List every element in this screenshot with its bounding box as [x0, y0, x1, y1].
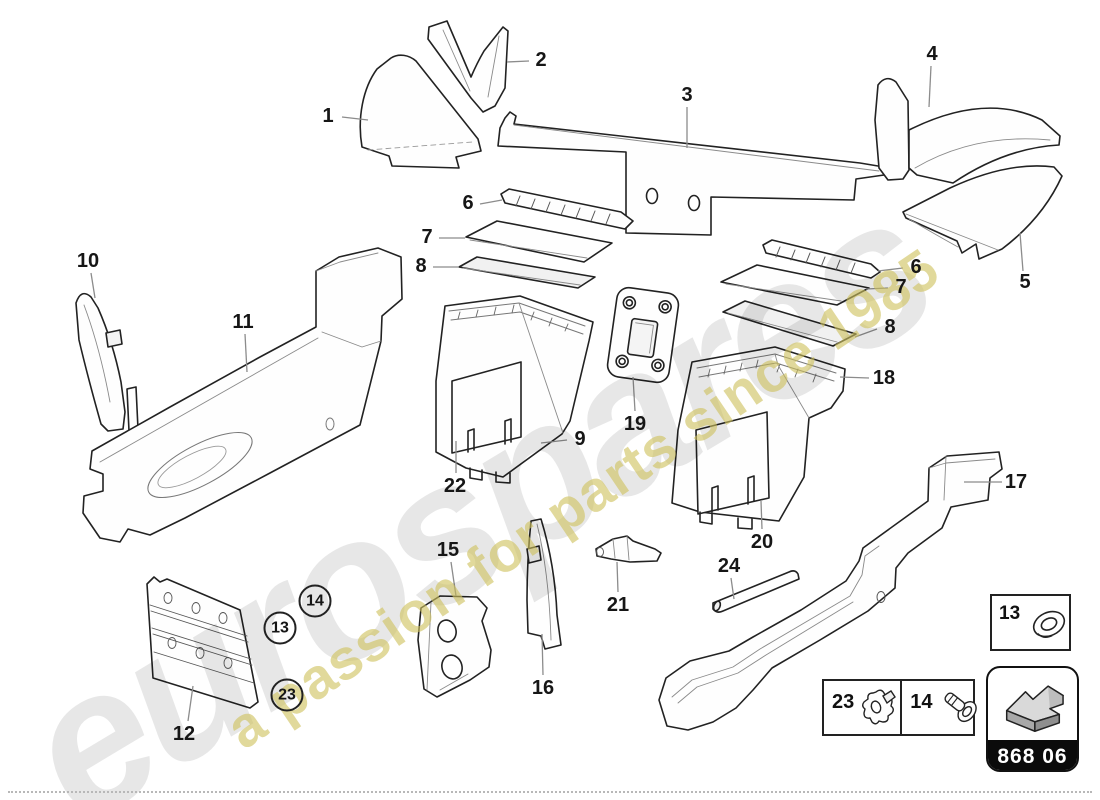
fastener-cell-23: 23 [824, 681, 903, 734]
part-group-badge: 868 06 [986, 666, 1079, 772]
part-8-right-drawing [722, 300, 857, 347]
leader-line-16 [541, 633, 544, 676]
page-edge-dots [8, 791, 1092, 793]
part-4-drawing [874, 77, 1061, 184]
part-1-drawing [359, 54, 482, 169]
leader-line-15 [450, 561, 457, 597]
leader-line-11 [244, 333, 248, 373]
leader-line-8-right [854, 328, 878, 338]
part-19-drawing [606, 286, 680, 384]
part-2-drawing [427, 20, 509, 113]
part-7-right-drawing [720, 264, 870, 306]
part-3-drawing [497, 111, 885, 236]
leader-line-1 [341, 116, 369, 121]
part-16-drawing [526, 518, 562, 650]
grommet-legend-box: 13 [990, 594, 1071, 651]
part-18-drawing [671, 346, 846, 530]
part-11-drawing [82, 247, 403, 543]
fastener-14-label: 14 [910, 691, 933, 713]
part-9-drawing [435, 295, 594, 484]
fastener-23-label: 23 [832, 691, 855, 713]
leader-line-18 [839, 376, 870, 379]
part-6-left-drawing [500, 188, 634, 230]
part-5-drawing [902, 165, 1063, 260]
part-12-drawing [146, 576, 259, 709]
leader-line-2 [506, 60, 530, 63]
part-6-right-drawing [762, 239, 881, 279]
fastener-cell-14: 14 [902, 681, 984, 734]
part-7-left-drawing [465, 220, 613, 263]
leader-line-21 [616, 561, 619, 593]
push-rivet-icon [943, 692, 977, 722]
panel-arrow-icon [988, 668, 1077, 740]
fastener-legend-box: 23 14 [822, 679, 977, 736]
grommet-legend-label: 13 [999, 602, 1021, 624]
leader-line-12 [187, 685, 194, 722]
leader-line-6-left [479, 199, 503, 205]
leader-line-9 [540, 439, 568, 444]
leader-lines [90, 60, 1024, 722]
part-10-drawing [75, 292, 139, 432]
part-group-code: 868 06 [988, 740, 1077, 770]
leader-line-19 [632, 376, 636, 412]
part-17-drawing [658, 451, 1003, 731]
clip-fastener-icon [862, 689, 897, 724]
part-15-drawing [417, 595, 492, 698]
leader-line-10 [90, 272, 96, 299]
leader-line-4 [928, 65, 932, 108]
leader-line-5 [1019, 232, 1024, 272]
part-20-drawing [695, 411, 770, 515]
leader-line-6-right [877, 267, 904, 272]
leader-line-24 [730, 577, 735, 600]
part-21-drawing [595, 535, 662, 563]
part-24-drawing [712, 570, 800, 613]
leader-line-7-right [865, 287, 889, 290]
part-8-left-drawing [458, 256, 596, 289]
grommet-icon [1033, 610, 1066, 638]
leader-line-20 [760, 500, 763, 530]
